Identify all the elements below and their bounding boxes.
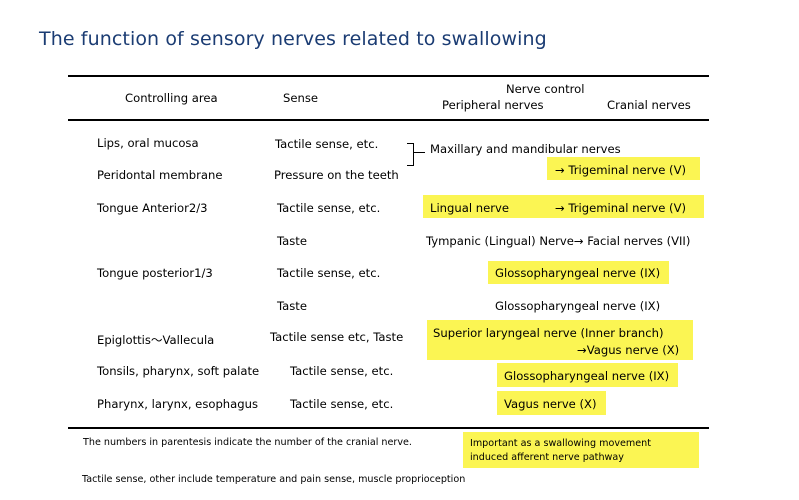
highlight-trigeminal-1 (547, 157, 700, 180)
row-nerve-tympanic: Tympanic (Lingual) Nerve→ Facial nerves … (426, 234, 691, 248)
header-nerve-control: Nerve control (506, 82, 585, 96)
row-nerve-vagus-1: →Vagus nerve (X) (577, 343, 680, 357)
header-sense: Sense (283, 91, 319, 105)
legend-line-1: Important as a swallowing movement (470, 438, 652, 449)
row-nerve-trigeminal-1: → Trigeminal nerve (V) (555, 163, 687, 177)
table-top-rule (68, 75, 709, 77)
highlight-superior-laryngeal (427, 320, 693, 360)
legend-line-2: induced afferent nerve pathway (470, 452, 624, 463)
row-nerve-glossopharyngeal-1: Glossopharyngeal nerve (IX) (495, 266, 661, 280)
row-sense-lips: Tactile sense, etc. (275, 137, 379, 151)
row-nerve-glossopharyngeal-3: Glossopharyngeal nerve (IX) (504, 369, 670, 383)
highlight-glossopharyngeal-1 (488, 261, 669, 284)
highlight-vagus-2 (497, 391, 606, 415)
note-tactile: Tactile sense, other include temperature… (82, 474, 466, 485)
table-bottom-rule (68, 427, 709, 429)
row-area-lips: Lips, oral mucosa (97, 136, 199, 150)
header-controlling-area: Controlling area (125, 91, 218, 105)
note-numbers: The numbers in parentesis indicate the n… (83, 437, 412, 448)
row-sense-taste-2: Taste (277, 299, 307, 313)
row-nerve-superior-laryngeal: Superior laryngeal nerve (Inner branch) (433, 326, 664, 340)
row-sense-taste-1: Taste (277, 234, 307, 248)
row-area-epiglottis: Epiglottis～Vallecula (97, 333, 215, 347)
row-area-pharynx: Pharynx, larynx, esophagus (97, 397, 259, 411)
page-title: The function of sensory nerves related t… (39, 28, 547, 50)
row-sense-tonsils: Tactile sense, etc. (290, 364, 394, 378)
legend-box: Important as a swallowing movement induc… (463, 432, 699, 468)
row-area-tonsils: Tonsils, pharynx, soft palate (97, 364, 260, 378)
table-header-rule (68, 119, 709, 121)
row-nerve-vagus-2: Vagus nerve (X) (504, 397, 597, 411)
row-nerve-maxillary: Maxillary and mandibular nerves (430, 142, 621, 156)
bracket-line (407, 143, 414, 166)
row-sense-tongue-posterior: Tactile sense, etc. (277, 266, 381, 280)
header-peripheral-nerves: Peripheral nerves (442, 98, 544, 112)
row-sense-pharynx: Tactile sense, etc. (290, 397, 394, 411)
row-area-tongue-anterior: Tongue Anterior2/3 (97, 201, 208, 215)
row-sense-epiglottis: Tactile sense etc, Taste (270, 330, 404, 344)
row-area-peridontal: Peridontal membrane (97, 168, 223, 182)
row-nerve-glossopharyngeal-2: Glossopharyngeal nerve (IX) (495, 299, 661, 313)
highlight-lingual (423, 195, 704, 218)
row-nerve-trigeminal-2: → Trigeminal nerve (V) (555, 201, 687, 215)
highlight-glossopharyngeal-3 (497, 363, 678, 387)
row-sense-peridontal: Pressure on the teeth (274, 168, 399, 182)
row-sense-tongue-anterior: Tactile sense, etc. (277, 201, 381, 215)
row-area-tongue-posterior: Tongue posterior1/3 (97, 266, 213, 280)
row-nerve-lingual: Lingual nerve (430, 201, 509, 215)
bracket-connector (413, 152, 425, 153)
header-cranial-nerves: Cranial nerves (607, 98, 691, 112)
